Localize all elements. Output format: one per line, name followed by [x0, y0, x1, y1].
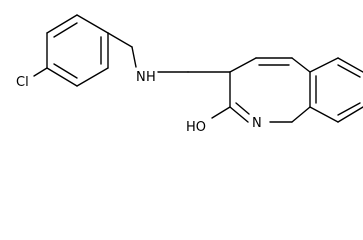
bond: [76, 14, 109, 34]
double-bond-inner: [235, 102, 250, 115]
bond: [337, 57, 363, 73]
bond: [291, 106, 311, 123]
double-bond-inner: [337, 102, 361, 116]
molecule-structure: Cl N H N HO: [16, 14, 363, 135]
bond: [76, 67, 109, 87]
pyridine-ring: [229, 57, 311, 123]
bond: [309, 57, 339, 73]
double-bond-inner: [337, 64, 361, 78]
double-bond-inner: [53, 63, 78, 79]
bond-c-n: [107, 32, 133, 48]
ring-nitrogen-label: N: [252, 116, 262, 131]
bond: [46, 14, 78, 34]
bond: [229, 106, 249, 123]
double-bond-inner: [53, 22, 78, 38]
bond-c-oh: [211, 106, 231, 119]
bond-n-ch: [131, 46, 137, 68]
bond-c-cl: [33, 67, 48, 77]
chlorophenyl-ring: [46, 14, 109, 87]
hydroxyl-label: HO: [186, 120, 206, 135]
amine-h-label: H: [146, 70, 156, 85]
bond: [309, 106, 339, 123]
bond: [46, 67, 78, 87]
chlorine-label: Cl: [16, 75, 29, 90]
bond: [337, 106, 363, 123]
benzo-ring: [309, 57, 363, 123]
bond: [291, 57, 311, 73]
bond: [229, 57, 257, 73]
amine-n-label: N: [136, 70, 146, 85]
